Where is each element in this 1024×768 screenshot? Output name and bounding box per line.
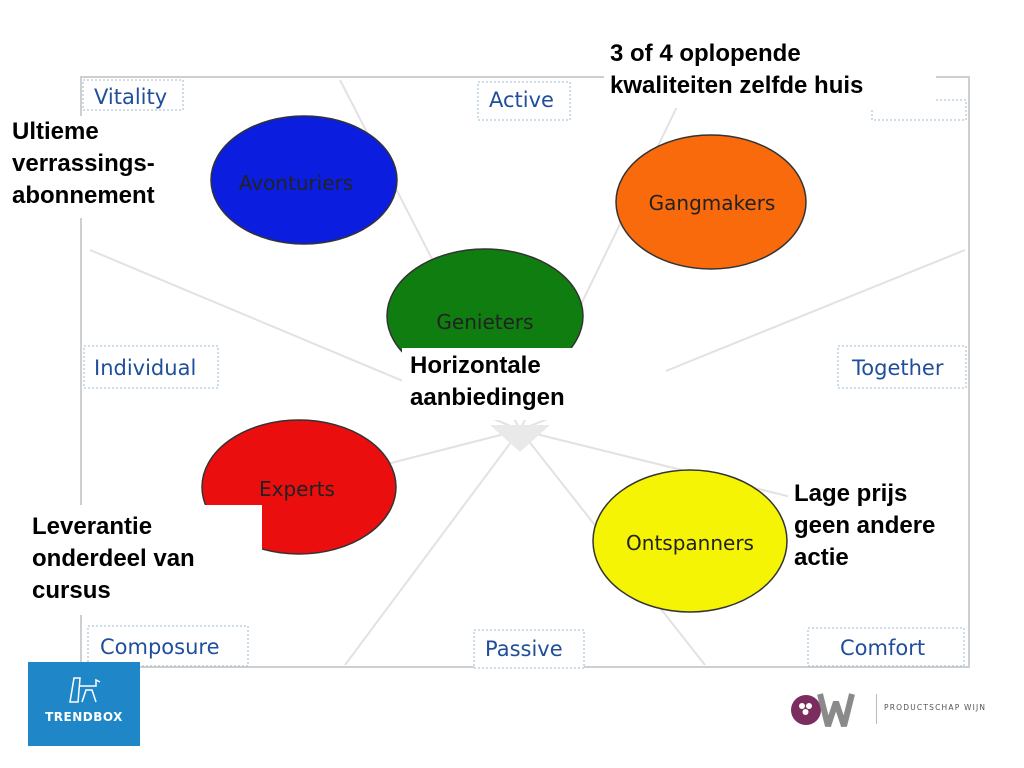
axis-labels: Vitality Active Individual Together Comp…	[82, 79, 967, 669]
callout-center: Horizontale aanbiedingen	[402, 348, 666, 420]
callout-bottom-left: Leverantie onderdeel van cursus	[28, 505, 262, 615]
pw-mark-icon	[791, 693, 855, 727]
pw-logo-text: PRODUCTSCHAP WIJN	[884, 703, 987, 712]
segment-ontspanners-label: Ontspanners	[626, 531, 754, 555]
center-pointer	[490, 425, 550, 452]
axis-individual: Individual	[94, 356, 196, 380]
axis-vitality: Vitality	[94, 85, 167, 109]
callout-top-right: 3 of 4 oplopende kwaliteiten zelfde huis	[604, 36, 936, 108]
segment-labels: Avonturiers Gangmakers Genieters Experts…	[239, 171, 776, 555]
axis-active: Active	[489, 88, 554, 112]
segment-gangmakers-label: Gangmakers	[649, 191, 776, 215]
axis-together: Together	[851, 356, 944, 380]
trendbox-logo-text: TRENDBOX	[45, 710, 123, 724]
segment-gangmakers-ellipse	[615, 134, 807, 270]
segment-ontspanners-ellipse	[592, 469, 788, 613]
productschap-wijn-logo: PRODUCTSCHAP WIJN	[790, 688, 990, 732]
segment-avonturiers-ellipse	[210, 115, 398, 245]
segment-genieters-label: Genieters	[436, 310, 533, 334]
pw-divider	[876, 694, 877, 724]
trendbox-logo: TRENDBOX	[28, 662, 140, 746]
segment-avonturiers-label: Avonturiers	[239, 171, 354, 195]
callout-bottom-right: Lage prijs geen andere actie	[788, 476, 968, 580]
callout-top-left: Ultieme verrassings- abonnement	[8, 116, 208, 218]
segment-experts-label: Experts	[259, 477, 335, 501]
axis-passive: Passive	[485, 637, 563, 661]
axis-comfort: Comfort	[840, 636, 925, 660]
trendbox-mark-icon	[69, 677, 101, 703]
axis-composure: Composure	[100, 635, 220, 659]
